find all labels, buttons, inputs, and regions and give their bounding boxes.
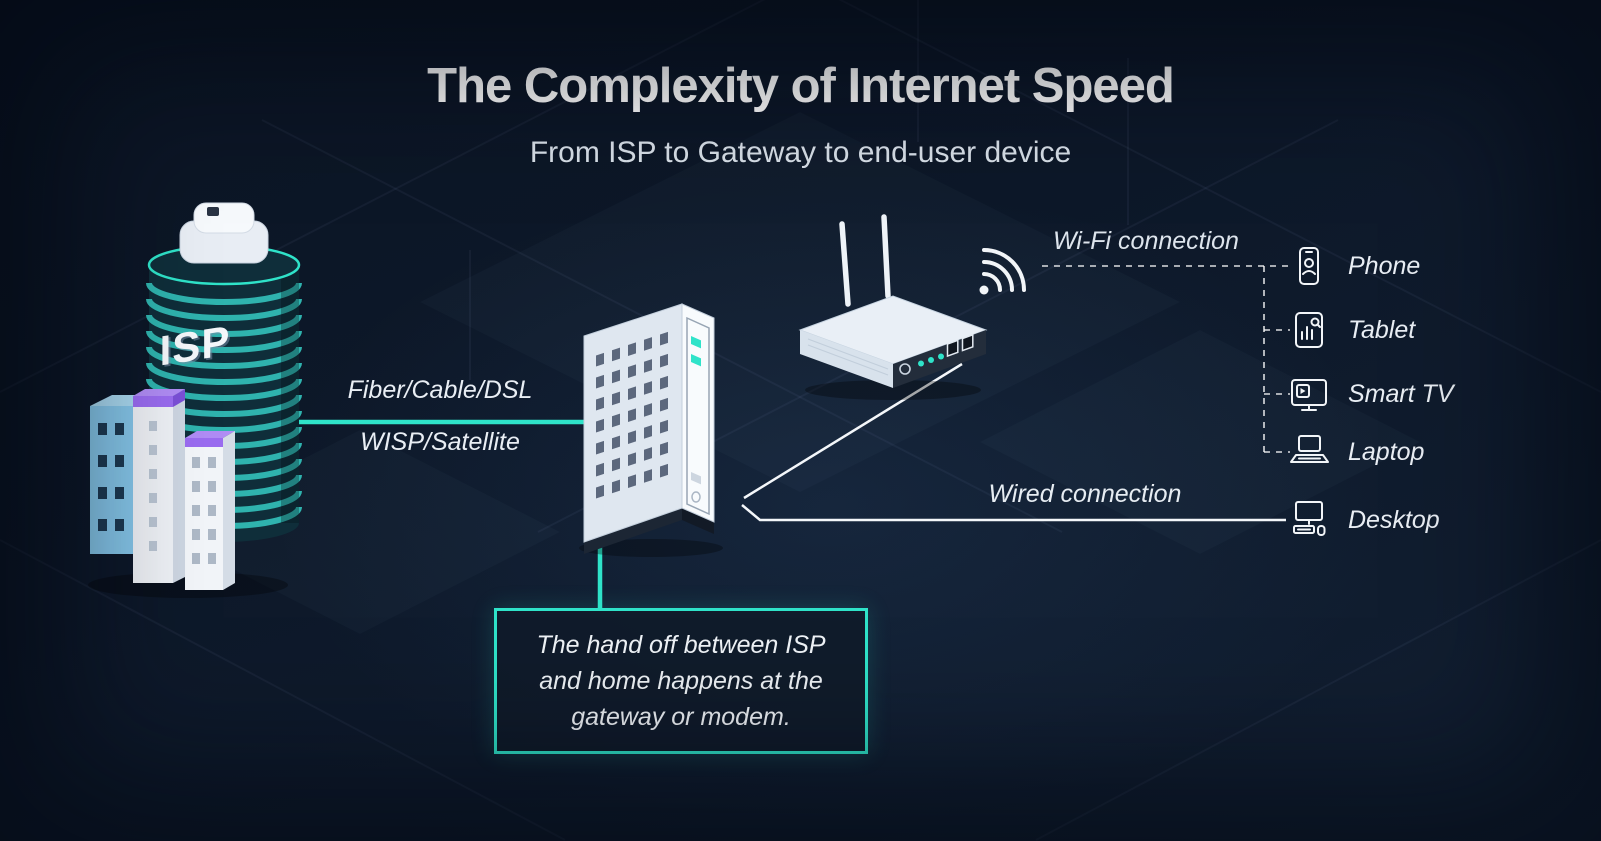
wifi-connection-dashed-lines [1042, 265, 1292, 453]
fiber-cable-dsl-label: Fiber/Cable/DSL [347, 376, 533, 404]
smart-tv-icon [1291, 379, 1327, 411]
device-row-smart-tv: Smart TV [1286, 369, 1546, 419]
device-label: Phone [1348, 251, 1421, 280]
desktop-icon [1293, 501, 1326, 536]
modem-status-leds [691, 336, 701, 367]
page-title: The Complexity of Internet Speed [427, 59, 1175, 113]
tablet-icon [1295, 312, 1323, 348]
wifi-router-illustration [798, 214, 988, 400]
laptop-icon [1290, 435, 1329, 463]
router-status-leds [918, 353, 944, 367]
device-row-tablet: Tablet [1286, 305, 1546, 355]
callout-box: The hand off between ISP and home happen… [494, 608, 868, 754]
device-label: Tablet [1348, 315, 1416, 344]
wired-connection-line [741, 504, 1286, 522]
router-power-icon [899, 363, 911, 375]
device-row-desktop: Desktop [1286, 495, 1546, 545]
device-row-laptop: Laptop [1286, 427, 1546, 477]
wifi-signal-icon [979, 248, 1026, 295]
device-row-phone: Phone [1286, 241, 1546, 291]
device-label: Desktop [1348, 505, 1440, 534]
isp-building-illustration [88, 202, 302, 598]
device-label: Smart TV [1348, 379, 1454, 408]
phone-icon [1299, 247, 1319, 285]
wisp-satellite-label: WISP/Satellite [360, 428, 520, 456]
callout-text: The hand off between ISP and home happen… [536, 630, 826, 732]
wired-connection-label: Wired connection [988, 480, 1182, 508]
small-buildings [90, 389, 235, 590]
gateway-modem-illustration [579, 303, 723, 557]
page-subtitle: From ISP to Gateway to end-user device [529, 136, 1072, 169]
router-ports [946, 333, 974, 358]
router-antennas [839, 214, 891, 307]
device-label: Laptop [1348, 437, 1425, 466]
router-to-gateway-cable [743, 362, 963, 500]
modem-vent-grid [596, 331, 668, 499]
wifi-connection-label: Wi-Fi connection [1053, 227, 1239, 255]
